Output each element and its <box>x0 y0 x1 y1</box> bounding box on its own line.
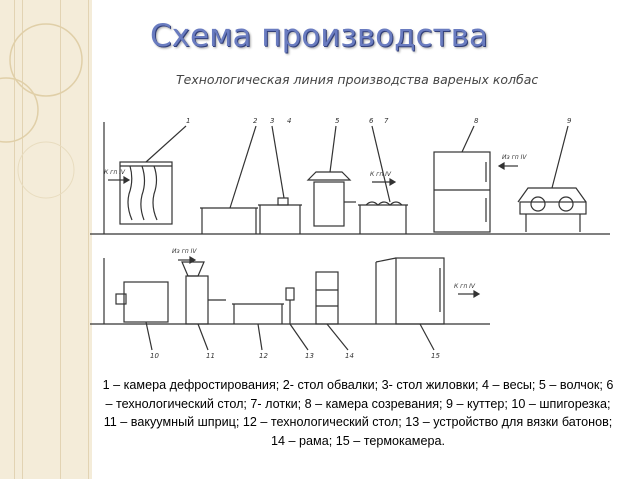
vacuum-filler <box>181 261 226 325</box>
tech-table <box>358 201 408 234</box>
callout-8: 8 <box>474 117 479 125</box>
callout-13: 13 <box>305 352 314 360</box>
decorative-side-strip <box>0 0 92 479</box>
thermal-chamber <box>375 257 445 325</box>
callout-2: 2 <box>253 117 258 125</box>
maturation-chamber <box>433 151 491 233</box>
callout-9: 9 <box>567 117 572 125</box>
arrow-label-3: Из гп IV <box>502 154 527 161</box>
arrow-label-4: Из гп IV <box>172 248 197 255</box>
strip-rule <box>14 0 15 479</box>
callout-3: 3 <box>270 117 274 125</box>
strip-rule <box>60 0 61 479</box>
callout-4: 4 <box>287 117 291 125</box>
deboning-table <box>200 207 258 234</box>
callout-1: 1 <box>186 117 190 125</box>
callout-10: 10 <box>150 352 159 360</box>
callout-15: 15 <box>431 352 440 360</box>
strip-rule <box>22 0 23 479</box>
fat-cutter <box>115 281 169 323</box>
legend-caption: 1 – камера дефростирования; 2- стол обва… <box>102 378 614 448</box>
callout-11: 11 <box>206 352 215 360</box>
production-line-diagram: 1 2 3 4 5 6 7 8 9 10 11 12 13 14 15 К гп… <box>90 62 638 362</box>
bottom-tech-table <box>232 303 284 324</box>
rack-frame <box>315 271 339 325</box>
defrost-chamber <box>119 161 173 225</box>
callout-7: 7 <box>384 117 389 125</box>
arrow-label-2: К гп IV <box>370 171 392 178</box>
diagram-drawing: 1 2 3 4 5 6 7 8 9 10 11 12 13 14 15 К гп… <box>90 72 610 360</box>
cutter <box>517 187 587 232</box>
trimming-table <box>258 197 302 234</box>
callout-6: 6 <box>369 117 374 125</box>
callout-5: 5 <box>335 117 340 125</box>
strip-rule <box>88 0 89 479</box>
callout-12: 12 <box>259 352 268 360</box>
slide-title: Схема производства <box>150 18 488 54</box>
callout-14: 14 <box>345 352 354 360</box>
arrow-label-5: К гп IV <box>454 283 476 290</box>
grinder <box>306 171 356 227</box>
tying-device <box>285 287 295 324</box>
arrow-label-1: К гп IV <box>104 169 126 176</box>
diagram-title: Технологическая линия производства варен… <box>176 72 538 87</box>
strip-circles <box>0 23 83 199</box>
